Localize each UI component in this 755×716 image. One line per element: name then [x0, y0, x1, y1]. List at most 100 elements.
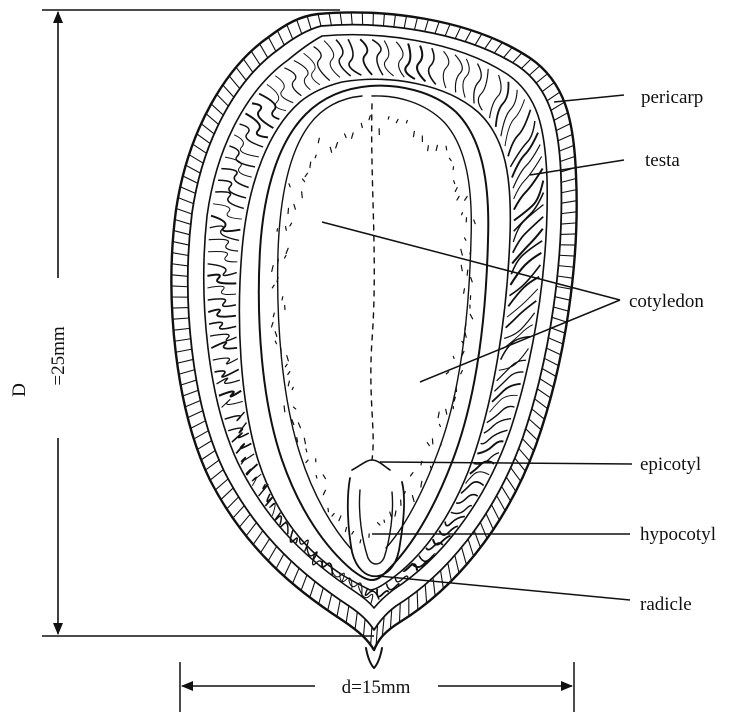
pericarp-hatch-mark: [561, 223, 576, 224]
pericarp-hatch-mark: [526, 429, 538, 441]
pericarp-hatch-mark: [174, 231, 190, 235]
cotyledon-texture-mark: [465, 333, 466, 338]
pericarp-hatch-mark: [561, 179, 576, 183]
pericarp-hatch-mark: [559, 255, 574, 256]
testa-squiggle-mark: [336, 40, 351, 76]
testa-texture: [207, 39, 543, 604]
testa-squiggle-mark: [265, 494, 272, 506]
cotyledon-leader-lower: [420, 300, 620, 382]
pericarp-hatch-mark: [181, 380, 197, 385]
testa-squiggle-mark: [209, 322, 236, 329]
testa-squiggle-mark: [348, 39, 361, 75]
cotyledon-texture-mark: [345, 134, 346, 138]
pericarp-hatch-mark: [178, 198, 193, 204]
testa-squiggle-mark: [252, 474, 261, 486]
pericarp-hatch-mark: [558, 266, 573, 268]
pericarp-hatch-mark: [355, 612, 357, 629]
testa-squiggle-mark: [514, 193, 544, 232]
testa-squiggle-mark: [221, 169, 248, 188]
pericarp-hatch-mark: [537, 389, 550, 398]
cotyledon-texture-mark: [290, 223, 292, 226]
pericarp-hatch-mark: [544, 358, 558, 365]
pericarp-hatch-mark: [506, 477, 516, 491]
label-pericarp: pericarp: [641, 87, 703, 108]
pericarp-hatch-mark: [171, 286, 187, 287]
testa-squiggle-mark: [219, 391, 241, 397]
testa-squiggle-mark: [225, 157, 252, 177]
label-cotyledon: cotyledon: [629, 291, 704, 312]
testa-squiggle-mark: [207, 286, 236, 294]
pericarp-hatch-mark: [560, 156, 575, 161]
cotyledon-texture-mark: [410, 473, 412, 476]
cotyledon-texture-mark: [461, 371, 463, 374]
testa-squiggle-mark: [499, 348, 529, 370]
pericarp-hatch-mark: [193, 144, 207, 153]
pericarp-hatch-mark: [318, 14, 321, 26]
pericarp-hatch-mark: [551, 102, 564, 110]
pericarp-hatch-mark: [468, 539, 473, 556]
pericarp-hatch-mark: [197, 441, 211, 450]
testa-squiggle-mark: [225, 412, 245, 421]
testa-squiggle-mark: [314, 47, 330, 81]
testa-squiggle-mark: [270, 503, 275, 516]
cotyledon-texture-mark: [288, 381, 289, 386]
cotyledon-texture-mark: [275, 332, 277, 337]
pericarp-hatch-mark: [251, 51, 260, 65]
cotyledon-texture-mark: [298, 423, 300, 428]
testa-squiggle-mark: [228, 423, 246, 433]
cotyledon-texture-mark: [332, 513, 334, 516]
pericarp-hatch-mark: [475, 34, 482, 45]
pericarp-hatch-mark: [210, 470, 223, 481]
cotyledon-texture-mark: [305, 173, 307, 176]
pericarp-hatch-mark: [417, 591, 418, 610]
cotyledon-texture-mark: [352, 133, 354, 138]
testa-squiggle-mark: [496, 82, 509, 127]
cotyledon-texture-mark: [412, 496, 414, 502]
pericarp-hatch-mark: [179, 370, 195, 374]
cotyledon-texture-mark: [395, 511, 396, 516]
pericarp-hatch-mark: [211, 104, 223, 115]
pericarp-hatch-mark: [494, 42, 502, 53]
pericarp-hatch-mark: [435, 22, 439, 34]
pericarp-hatch-mark: [529, 66, 540, 76]
testa-squiggle-mark: [372, 40, 383, 75]
pericarp-hatch-mark: [546, 348, 560, 355]
seed-illustration: [171, 12, 576, 668]
pericarp-hatch-mark: [277, 31, 284, 45]
cotyledon-texture-mark: [467, 270, 468, 275]
pericarp-hatch-mark: [485, 38, 492, 49]
pericarp-hatch-mark: [172, 264, 188, 266]
hypocotyl-outline: [348, 478, 404, 576]
cotyledon-texture-mark: [272, 285, 274, 288]
testa-squiggle-mark: [275, 76, 293, 103]
cotyledon-texture-mark: [427, 443, 429, 446]
cotyledon-texture-mark: [413, 131, 414, 136]
pericarp-hatch-mark: [519, 448, 530, 461]
testa-squiggle-mark: [508, 110, 530, 157]
pericarp-hatch-mark: [268, 546, 276, 560]
pericarp-hatch-mark: [307, 16, 311, 29]
pericarp-hatch-mark: [292, 568, 299, 583]
pericarp-hatch-mark: [223, 85, 234, 97]
pericarp-hatch-mark: [189, 155, 203, 164]
pericarp-hatch-mark: [390, 609, 391, 628]
cotyledon-texture-mark: [361, 123, 362, 127]
testa-squiggle-mark: [497, 360, 526, 381]
cotyledon-texture-mark: [275, 341, 276, 344]
cotyledon-texture-mark: [457, 196, 459, 200]
pericarp-hatch-mark: [227, 497, 239, 509]
pericarp-hatch-mark: [215, 479, 228, 490]
cotyledon-texture-mark: [464, 289, 465, 294]
pericarp-hatch-mark: [504, 47, 513, 57]
pericarp-hatch-mark: [268, 37, 275, 51]
pericarp-hatch-mark: [555, 297, 570, 300]
testa-squiggle-mark: [208, 264, 237, 276]
cotyledon-texture-mark: [306, 460, 308, 462]
cotyledon-texture-mark: [316, 475, 317, 478]
pericarp-hatch-mark: [172, 275, 188, 276]
testa-squiggle-mark: [456, 495, 478, 504]
testa-squiggle-mark: [492, 384, 521, 402]
cotyledon-texture-mark: [323, 490, 325, 494]
pericarp-hatch-mark: [173, 242, 189, 245]
pericarp-hatch-mark: [383, 14, 384, 26]
